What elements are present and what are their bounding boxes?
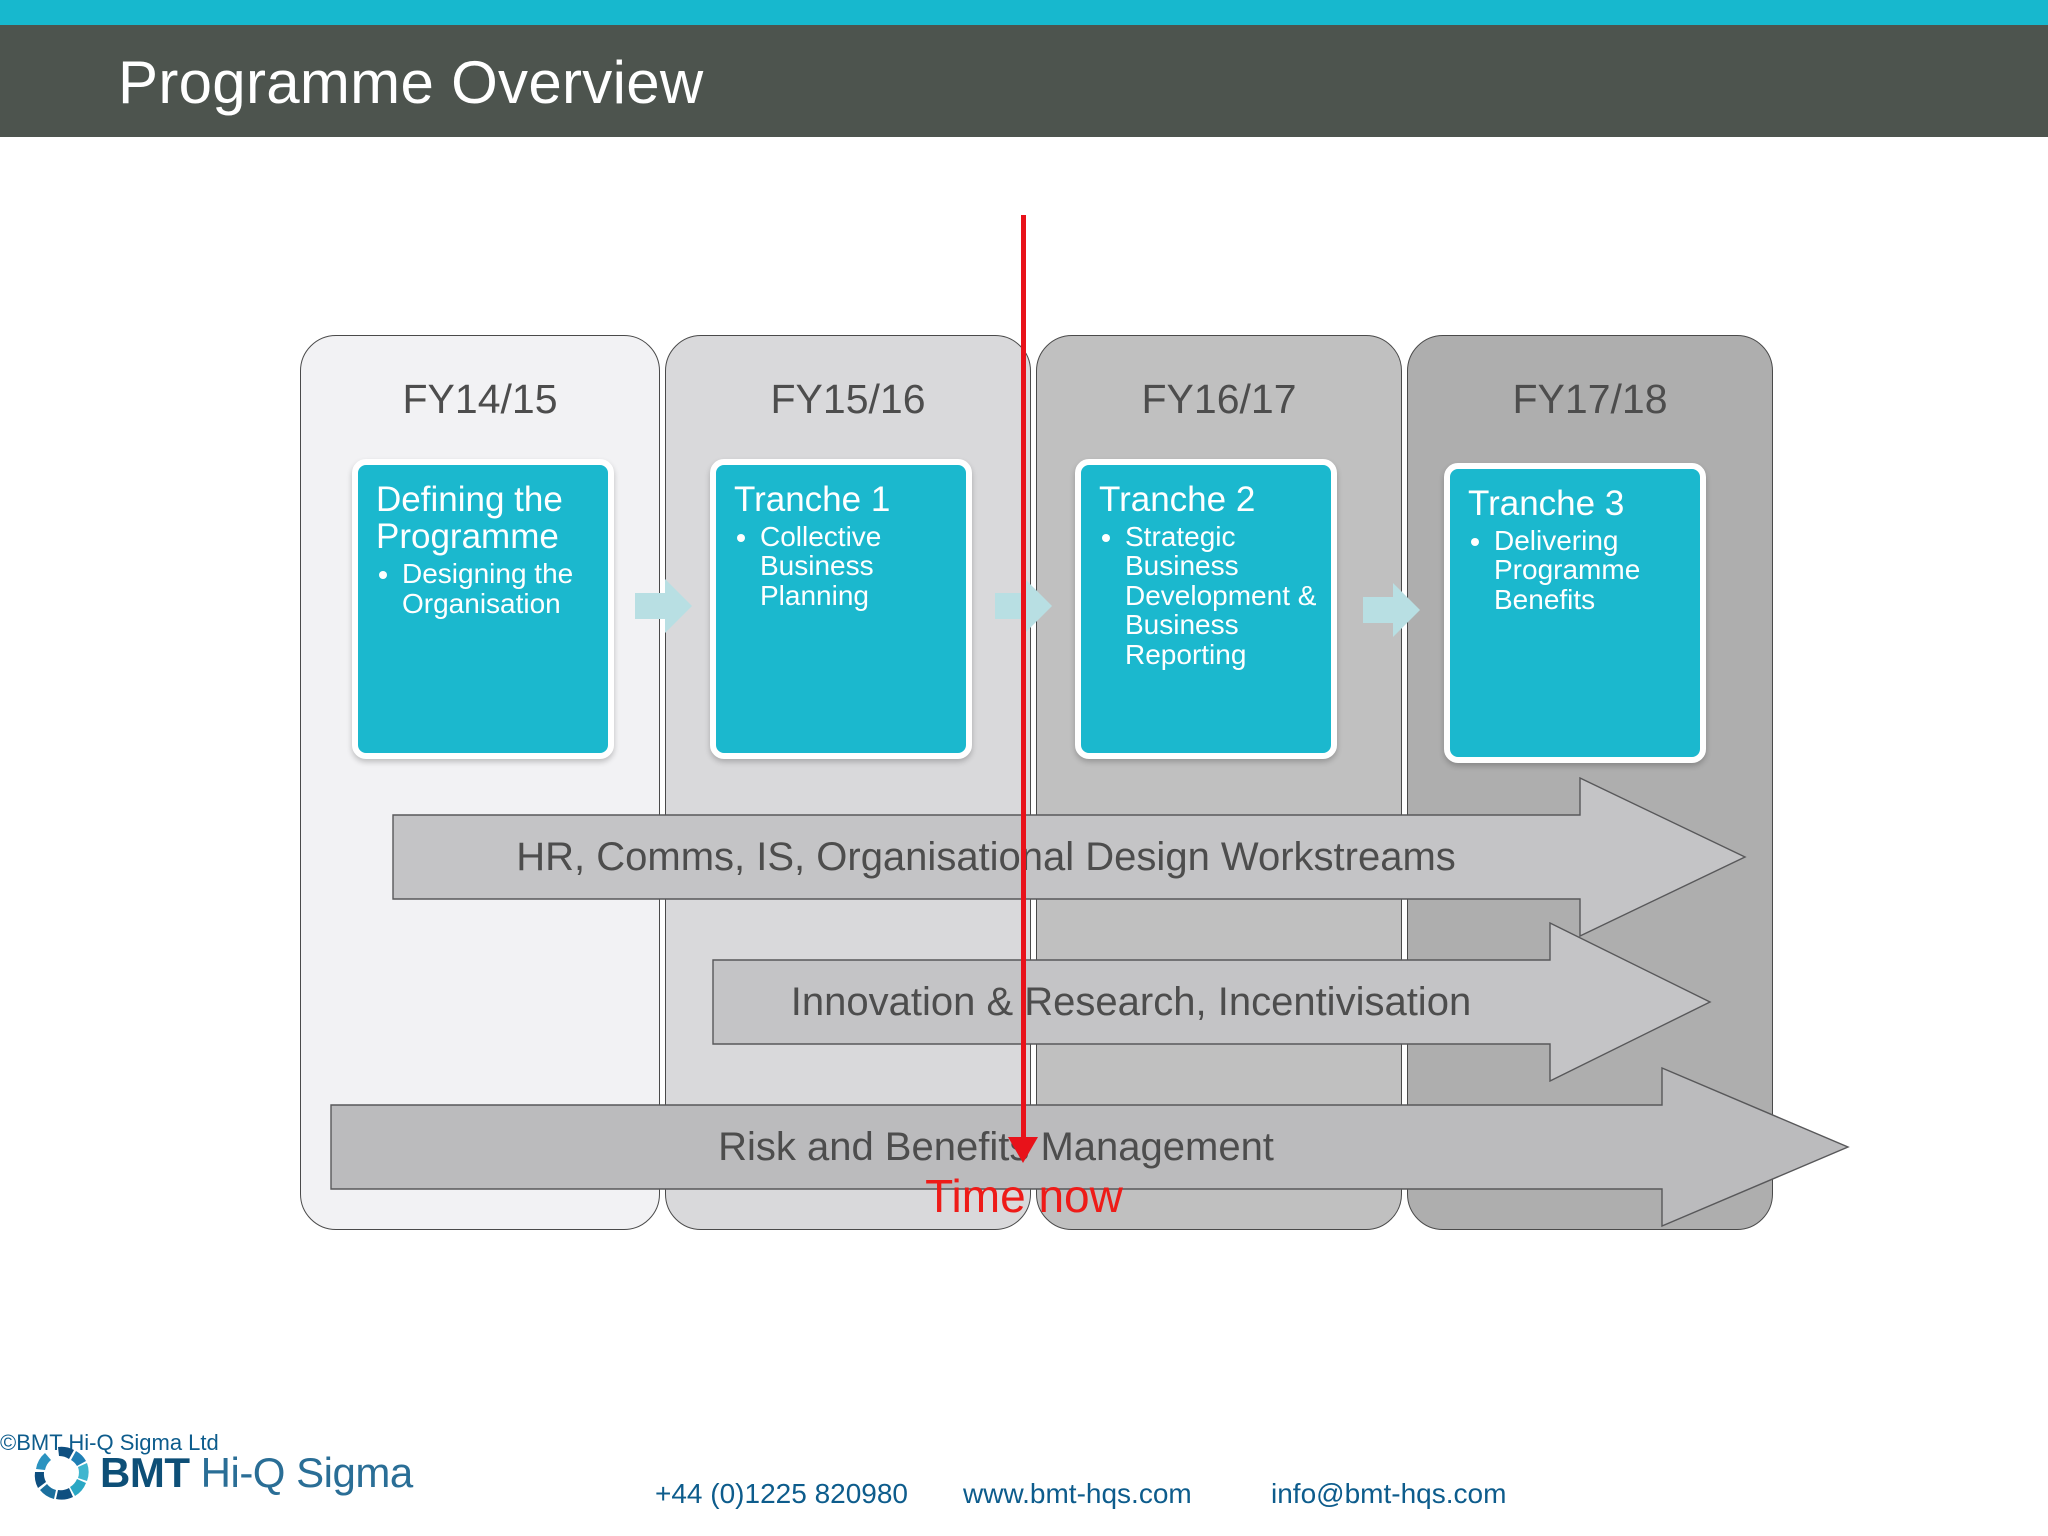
accent-bar — [0, 0, 2048, 25]
bmt-logo: BMT Hi-Q Sigma — [30, 1442, 413, 1504]
programme-overview-diagram: FY14/15 FY15/16 FY16/17 FY17/18 Defining… — [0, 137, 2048, 1436]
tranche-card-3[interactable]: Tranche 3 Delivering Programme Benefits — [1444, 463, 1706, 763]
workstream-arrow-0[interactable]: HR, Comms, IS, Organisational Design Wor… — [392, 776, 1747, 938]
tranche-card-2[interactable]: Tranche 2 Strategic Business Development… — [1075, 459, 1337, 759]
tranche-heading-0: Defining the Programme — [376, 480, 563, 557]
time-now-arrowhead-icon — [1008, 1137, 1038, 1163]
tranche-bullets-0: Designing the Organisation — [358, 559, 608, 618]
phase-connector-arrow-icon-2 — [1363, 581, 1421, 639]
page-title: Programme Overview — [118, 49, 704, 116]
fy-label-2: FY16/17 — [1141, 376, 1297, 422]
tranche-bullets-2: Strategic Business Development & Busines… — [1081, 522, 1331, 669]
tranche-bullet: Strategic Business Development & Busines… — [1125, 522, 1319, 669]
tranche-bullet: Designing the Organisation — [402, 559, 596, 618]
bmt-swirl-logo-icon — [34, 1446, 89, 1500]
slide-footer: BMT Hi-Q Sigma +44 (0)1225 820980 www.bm… — [0, 1430, 2048, 1536]
bmt-wordmark: BMT Hi-Q Sigma — [100, 1449, 413, 1497]
footer-email-link[interactable]: info@bmt-hqs.com — [1271, 1478, 1507, 1509]
tranche-card-0[interactable]: Defining the Programme Designing the Org… — [352, 459, 614, 759]
tranche-bullets-3: Delivering Programme Benefits — [1450, 526, 1700, 614]
footer-copyright: ©BMT Hi-Q Sigma Ltd — [0, 1430, 219, 1455]
tranche-heading-3: Tranche 3 — [1468, 484, 1625, 523]
tranche-bullets-1: Collective Business Planning — [716, 522, 966, 610]
tranche-bullet: Delivering Programme Benefits — [1494, 526, 1688, 614]
tranche-heading-1: Tranche 1 — [734, 480, 891, 519]
brand-bold: BMT — [100, 1449, 190, 1496]
tranche-card-1[interactable]: Tranche 1 Collective Business Planning — [710, 459, 972, 759]
time-now-label: Time now — [925, 1170, 1123, 1222]
phase-connector-arrow-icon-0 — [635, 577, 693, 635]
fy-label-3: FY17/18 — [1512, 376, 1668, 422]
workstream-arrow-1[interactable]: Innovation & Research, Incentivisation — [712, 921, 1712, 1083]
title-bar — [0, 25, 2048, 137]
tranche-bullet: Collective Business Planning — [760, 522, 954, 610]
fy-label-1: FY15/16 — [770, 376, 926, 422]
fy-label-0: FY14/15 — [402, 376, 558, 422]
footer-phone: +44 (0)1225 820980 — [655, 1478, 908, 1509]
time-now-line — [1021, 215, 1026, 1145]
tranche-heading-2: Tranche 2 — [1099, 480, 1256, 519]
brand-light: Hi-Q Sigma — [200, 1449, 414, 1496]
footer-website-link[interactable]: www.bmt-hqs.com — [963, 1478, 1192, 1509]
